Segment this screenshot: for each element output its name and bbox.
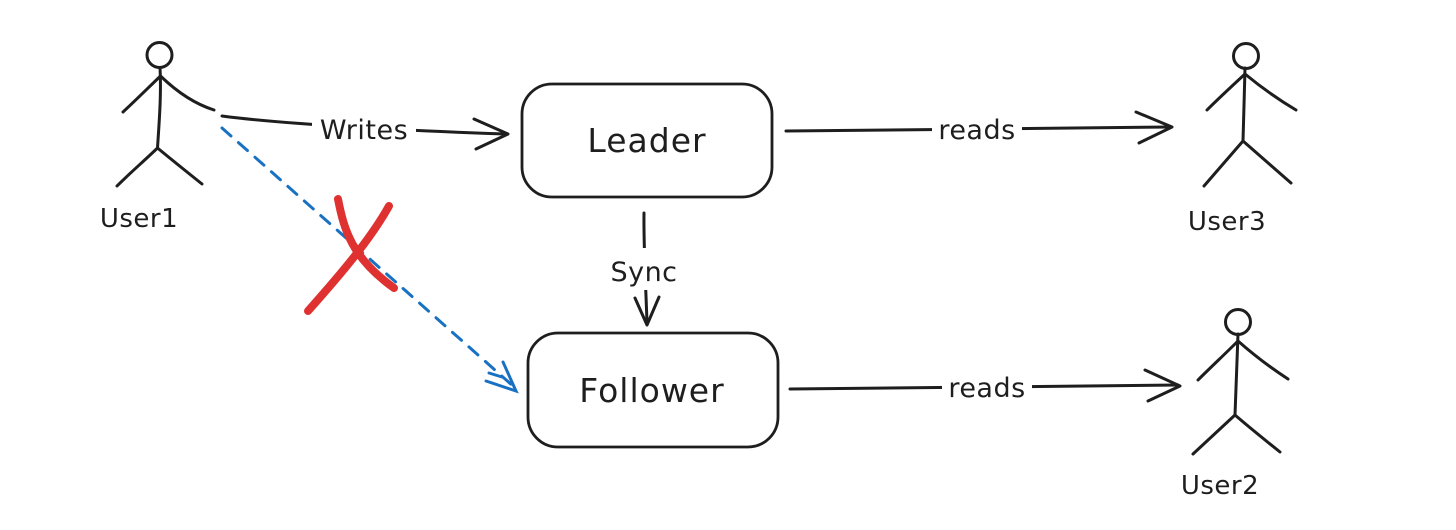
sync-label: Sync bbox=[610, 257, 677, 288]
follower-reads-arrowhead bbox=[1143, 368, 1182, 403]
user2-head bbox=[1224, 308, 1252, 336]
user3-right-leg bbox=[1241, 139, 1293, 185]
sync-label-bg bbox=[606, 248, 684, 290]
blocked-edge-line bbox=[220, 126, 515, 388]
sync-arrowhead bbox=[633, 295, 661, 327]
edge-leader-reads: reads bbox=[784, 110, 1174, 146]
blocked-edge-arrowhead-inner bbox=[487, 371, 504, 379]
user2-right-leg bbox=[1233, 413, 1282, 454]
cross-out-mark bbox=[304, 195, 398, 315]
writes-arrowhead bbox=[472, 117, 510, 151]
follower-reads-label-bg bbox=[942, 369, 1032, 403]
edge-follower-reads: reads bbox=[788, 368, 1182, 404]
actor-user3: User3 bbox=[1188, 42, 1298, 237]
leader-label: Leader bbox=[587, 121, 706, 160]
cross-stroke-2 bbox=[334, 195, 398, 292]
user1-label: User1 bbox=[100, 204, 178, 234]
user3-body bbox=[1241, 66, 1247, 143]
follower-reads-label: reads bbox=[948, 373, 1025, 404]
user3-label: User3 bbox=[1188, 207, 1266, 237]
node-follower: Follower bbox=[526, 331, 780, 449]
writes-label: Writes bbox=[320, 115, 408, 146]
writes-label-bg bbox=[312, 110, 416, 144]
user1-left-arm bbox=[121, 74, 162, 114]
follower-box bbox=[526, 331, 780, 449]
edge-sync: Sync bbox=[606, 211, 684, 327]
user1-head bbox=[145, 41, 174, 69]
leader-box bbox=[520, 82, 774, 199]
actor-user2: User2 bbox=[1181, 308, 1290, 501]
leader-reads-label-bg bbox=[932, 111, 1022, 145]
leader-reads-label: reads bbox=[938, 115, 1015, 146]
edge-blocked-direct-write bbox=[220, 126, 519, 394]
user2-label: User2 bbox=[1181, 471, 1259, 501]
cross-stroke-1 bbox=[304, 202, 393, 315]
user1-left-leg bbox=[115, 146, 159, 188]
node-leader: Leader bbox=[520, 82, 774, 199]
leader-reads-arrowhead bbox=[1134, 110, 1174, 145]
user3-head bbox=[1232, 42, 1260, 70]
user3-left-leg bbox=[1202, 139, 1245, 188]
blocked-edge-arrowhead bbox=[484, 360, 519, 394]
user2-right-arm bbox=[1236, 339, 1290, 381]
user3-right-arm bbox=[1243, 72, 1298, 112]
user2-left-arm bbox=[1196, 339, 1240, 382]
user1-right-arm bbox=[159, 74, 216, 112]
user3-left-arm bbox=[1205, 72, 1247, 112]
follower-label: Follower bbox=[579, 371, 724, 410]
user2-body bbox=[1233, 332, 1240, 417]
actor-user1: User1 bbox=[100, 41, 216, 234]
edge-writes: Writes bbox=[220, 110, 510, 151]
user2-left-leg bbox=[1191, 413, 1237, 456]
user1-right-leg bbox=[156, 146, 204, 186]
